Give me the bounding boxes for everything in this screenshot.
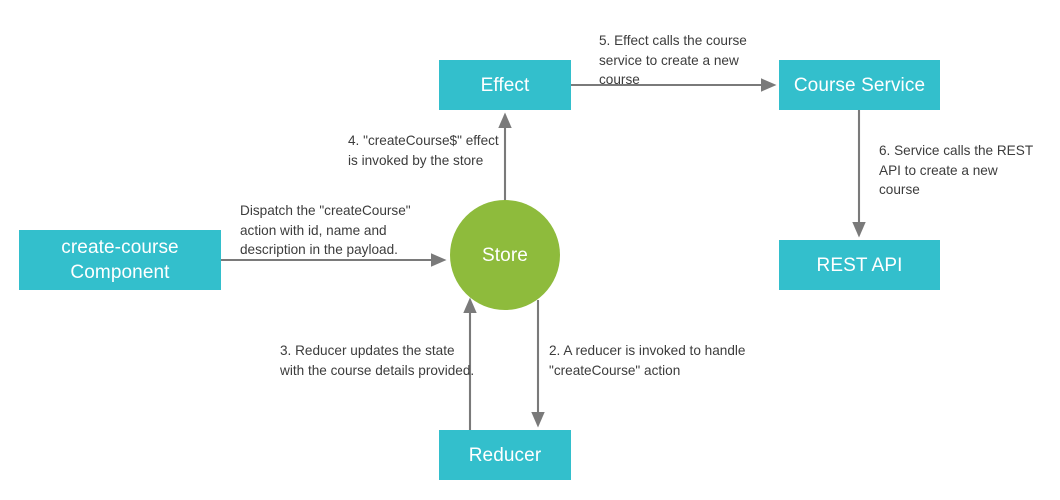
node-store[interactable]: Store <box>450 200 560 310</box>
edge-label-store-to-reducer: 2. A reducer is invoked to handle "creat… <box>549 343 746 378</box>
edge-label-reducer-to-store: 3. Reducer updates the state with the co… <box>280 343 475 378</box>
edge-label-course-service-to-rest-api: 6. Service calls the REST API to create … <box>879 143 1034 197</box>
node-course-service[interactable]: Course Service <box>779 60 940 110</box>
edge-label-effect-to-course-service: 5. Effect calls the course service to cr… <box>599 33 747 87</box>
node-label-rest-api: REST API <box>816 254 903 276</box>
edge-label-store-to-effect: 4. "createCourse$" effect is invoked by … <box>348 133 499 168</box>
node-label-store: Store <box>482 244 528 266</box>
node-create-course-component[interactable]: create-course Component <box>19 230 221 290</box>
node-label-effect: Effect <box>480 74 530 96</box>
node-label-create-course-component: create-course Component <box>61 237 179 283</box>
node-reducer[interactable]: Reducer <box>439 430 571 480</box>
edge-label-component-to-store: Dispatch the "createCourse" action with … <box>240 203 411 257</box>
node-effect[interactable]: Effect <box>439 60 571 110</box>
node-label-reducer: Reducer <box>468 444 542 466</box>
node-rest-api[interactable]: REST API <box>779 240 940 290</box>
node-label-course-service: Course Service <box>793 74 926 96</box>
